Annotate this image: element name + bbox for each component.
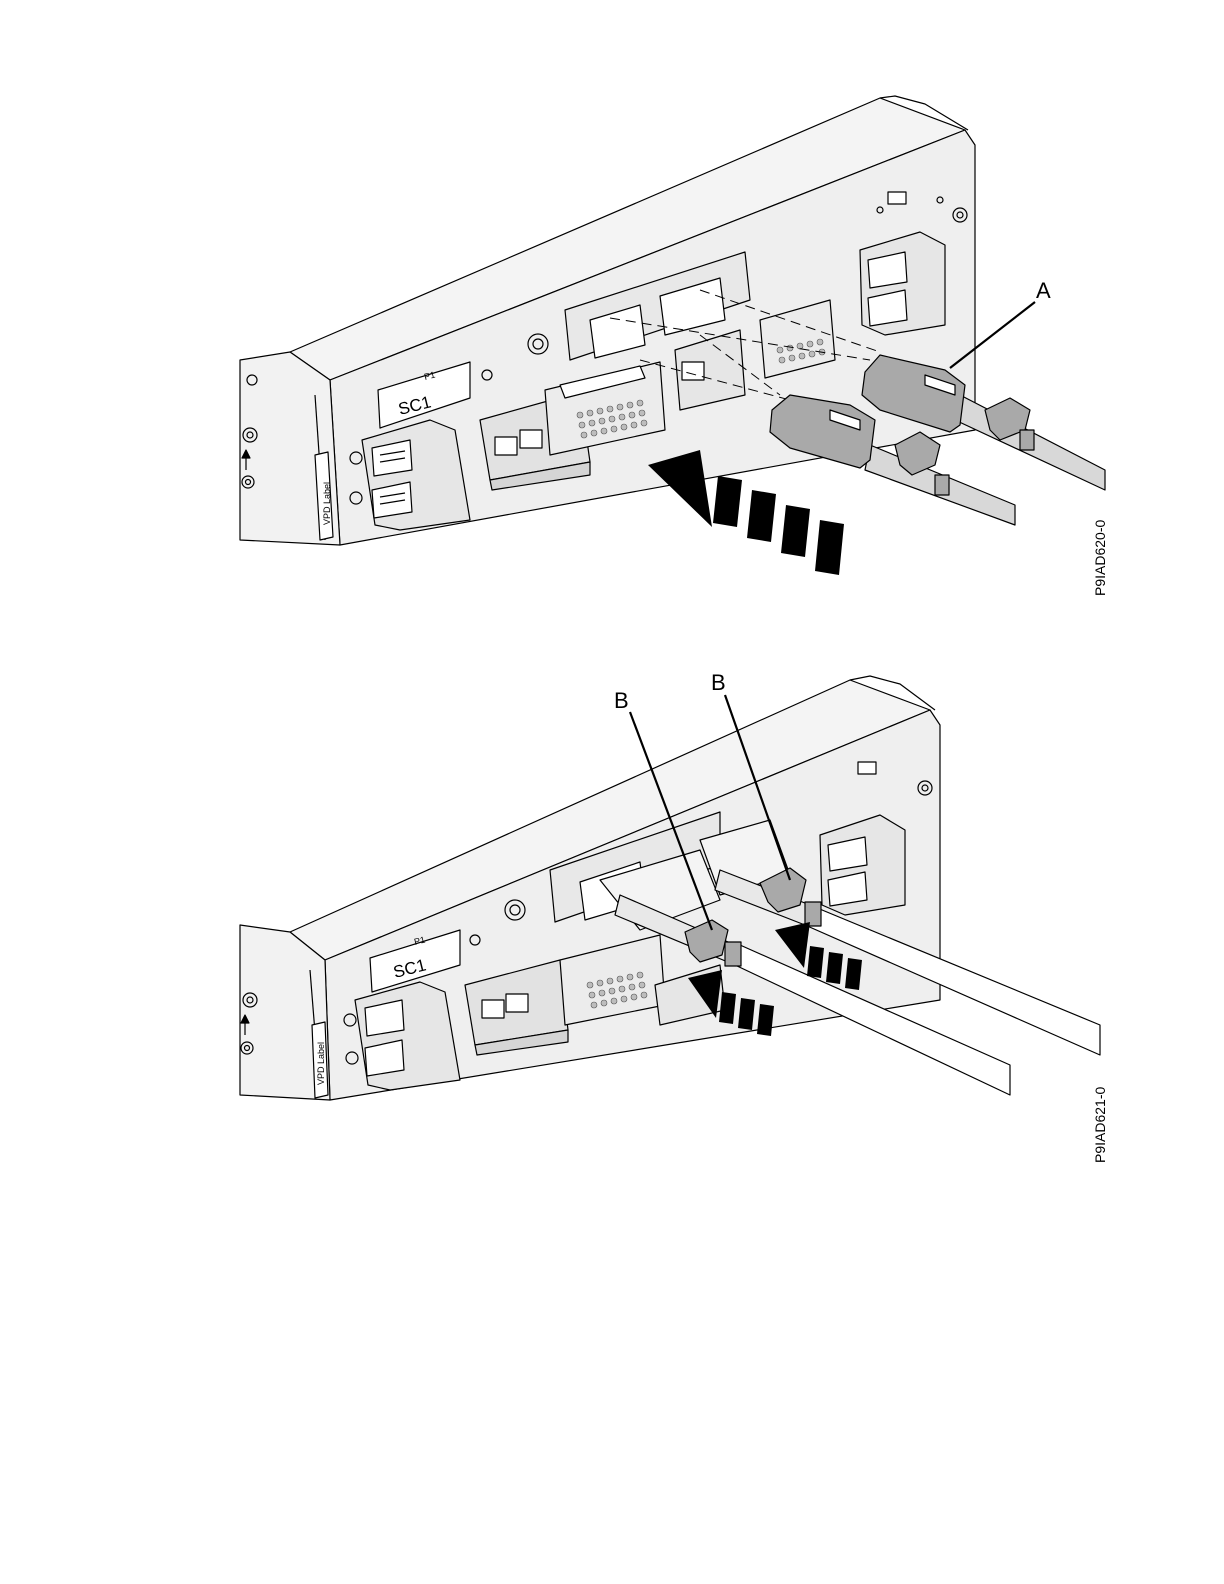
figure-2: B B SC1 P1 VPD Label P9IAD621-0 — [0, 640, 1224, 1200]
vpd-label: VPD Label — [322, 482, 332, 525]
figure-id: P9IAD621-0 — [1092, 1087, 1108, 1163]
figure-id: P9IAD620-0 — [1092, 520, 1108, 596]
callout-b1-label: B — [614, 688, 629, 713]
figure-1: A SC1 P1 VPD Label P9IAD620-0 — [0, 0, 1224, 620]
callout-b2-label: B — [711, 670, 726, 695]
server-rear-illustration-1: A SC1 P1 VPD Label — [0, 0, 1224, 620]
server-rear-illustration-2: B B SC1 P1 VPD Label — [0, 640, 1224, 1200]
vpd-label: VPD Label — [316, 1042, 326, 1085]
callout-a-label: A — [1036, 278, 1051, 303]
